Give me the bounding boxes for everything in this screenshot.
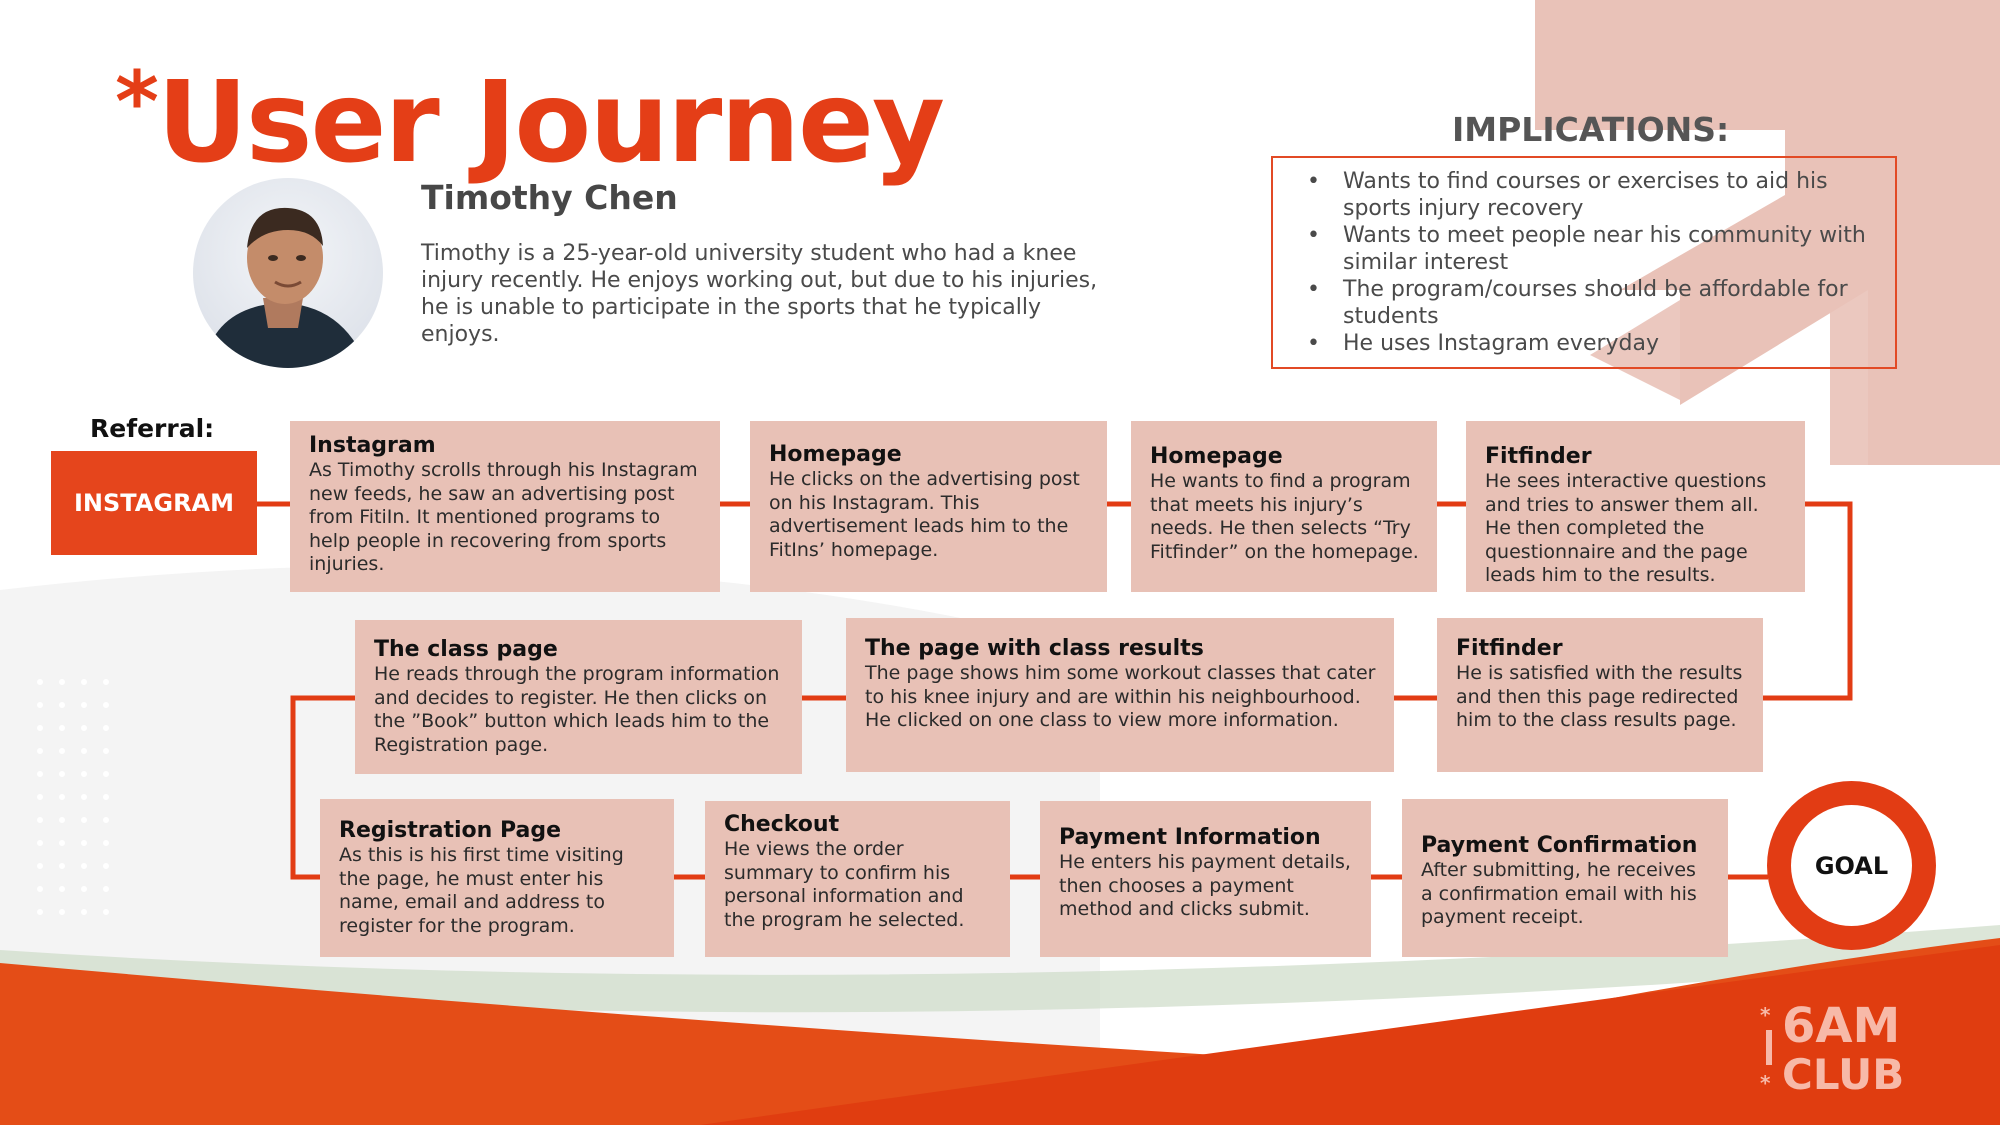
- page-title: *User Journey: [115, 52, 945, 190]
- journey-step-payment-confirmation: Payment Confirmation After submitting, h…: [1402, 799, 1728, 957]
- implication-text: Wants to find courses or exercises to ai…: [1343, 169, 1828, 221]
- implication-item: • He uses Instagram everyday: [1305, 330, 1885, 357]
- journey-step-fitfinder-results: Fitfinder He is satisfied with the resul…: [1437, 618, 1763, 772]
- journey-step-class-results: The page with class results The page sho…: [846, 618, 1394, 772]
- step-description: The page shows him some workout classes …: [865, 662, 1376, 731]
- step-description: He wants to find a program that meets hi…: [1150, 470, 1419, 563]
- step-description: As this is his first time visiting the p…: [339, 844, 624, 937]
- step-description: He sees interactive questions and tries …: [1485, 470, 1767, 586]
- persona-name: Timothy Chen: [421, 178, 678, 217]
- referral-source-box: INSTAGRAM: [51, 451, 257, 555]
- bullet-icon: •: [1307, 277, 1320, 302]
- persona-description: Timothy is a 25-year-old university stud…: [421, 241, 1098, 347]
- journey-step-checkout: Checkout He views the order summary to c…: [705, 801, 1010, 957]
- journey-step-homepage-ad: Homepage He clicks on the advertising po…: [750, 421, 1107, 592]
- arrow-decoration: [1535, 0, 2000, 465]
- step-title: The page with class results: [865, 636, 1204, 661]
- implication-text: The program/courses should be affordable…: [1343, 277, 1848, 329]
- journey-step-class-page: The class page He reads through the prog…: [355, 620, 802, 774]
- step-title: Homepage: [769, 442, 902, 467]
- bullet-icon: •: [1307, 331, 1320, 356]
- implication-item: • Wants to find courses or exercises to a…: [1305, 168, 1885, 222]
- step-description: As Timothy scrolls through his Instagram…: [309, 459, 698, 575]
- journey-step-payment-info: Payment Information He enters his paymen…: [1040, 801, 1371, 957]
- journey-step-fitfinder-questions: Fitfinder He sees interactive questions …: [1466, 421, 1805, 592]
- title-asterisk: *: [115, 53, 159, 151]
- step-title: Fitfinder: [1485, 444, 1592, 469]
- logo-star-icon: *: [1760, 1003, 1771, 1027]
- bullet-icon: •: [1307, 169, 1320, 194]
- implication-item: • Wants to meet people near his community…: [1305, 222, 1885, 276]
- implication-text: Wants to meet people near his community …: [1343, 223, 1866, 275]
- step-title: Registration Page: [339, 818, 561, 843]
- step-title: Homepage: [1150, 444, 1283, 469]
- logo-line1: 6AM: [1782, 1000, 1900, 1054]
- step-description: He views the order summary to confirm hi…: [724, 838, 965, 931]
- step-description: He reads through the program information…: [374, 663, 780, 756]
- journey-step-registration: Registration Page As this is his first t…: [320, 799, 674, 957]
- dot-grid-decoration: [37, 679, 109, 915]
- step-description: He clicks on the advertising post on his…: [769, 468, 1080, 561]
- step-description: He is satisfied with the results and the…: [1456, 662, 1743, 731]
- journey-step-instagram: Instagram As Timothy scrolls through his…: [290, 421, 720, 592]
- implications-list: • Wants to find courses or exercises to a…: [1305, 168, 1885, 357]
- persona-photo: [203, 207, 368, 368]
- implication-item: • The program/courses should be affordabl…: [1305, 276, 1885, 330]
- implications-box: [1271, 156, 1897, 369]
- implication-text: He uses Instagram everyday: [1343, 331, 1660, 356]
- step-title: Fitfinder: [1456, 636, 1563, 661]
- step-title: Checkout: [724, 812, 840, 837]
- logo-star-icon: *: [1760, 1071, 1771, 1095]
- step-title: The class page: [374, 637, 558, 662]
- bullet-icon: •: [1307, 223, 1320, 248]
- step-description: After submitting, he receives a confirma…: [1421, 859, 1697, 928]
- persona-avatar: [193, 178, 383, 368]
- referral-label: Referral:: [90, 414, 215, 443]
- journey-step-homepage-fitfinder: Homepage He wants to find a program that…: [1131, 421, 1437, 592]
- step-title: Payment Confirmation: [1421, 833, 1698, 858]
- implications-title: IMPLICATIONS:: [1452, 110, 1730, 149]
- logo-line2: CLUB: [1782, 1050, 1904, 1095]
- step-title: Payment Information: [1059, 825, 1321, 850]
- 6am-club-logo: 6AM CLUB * *: [1760, 1000, 1904, 1095]
- step-title: Instagram: [309, 433, 436, 458]
- journey-connectors: [257, 501, 1853, 880]
- goal-label: GOAL: [1791, 805, 1912, 926]
- title-text: User Journey: [156, 58, 945, 188]
- logo-bar: [1766, 1030, 1772, 1065]
- step-description: He enters his payment details, then choo…: [1059, 851, 1351, 920]
